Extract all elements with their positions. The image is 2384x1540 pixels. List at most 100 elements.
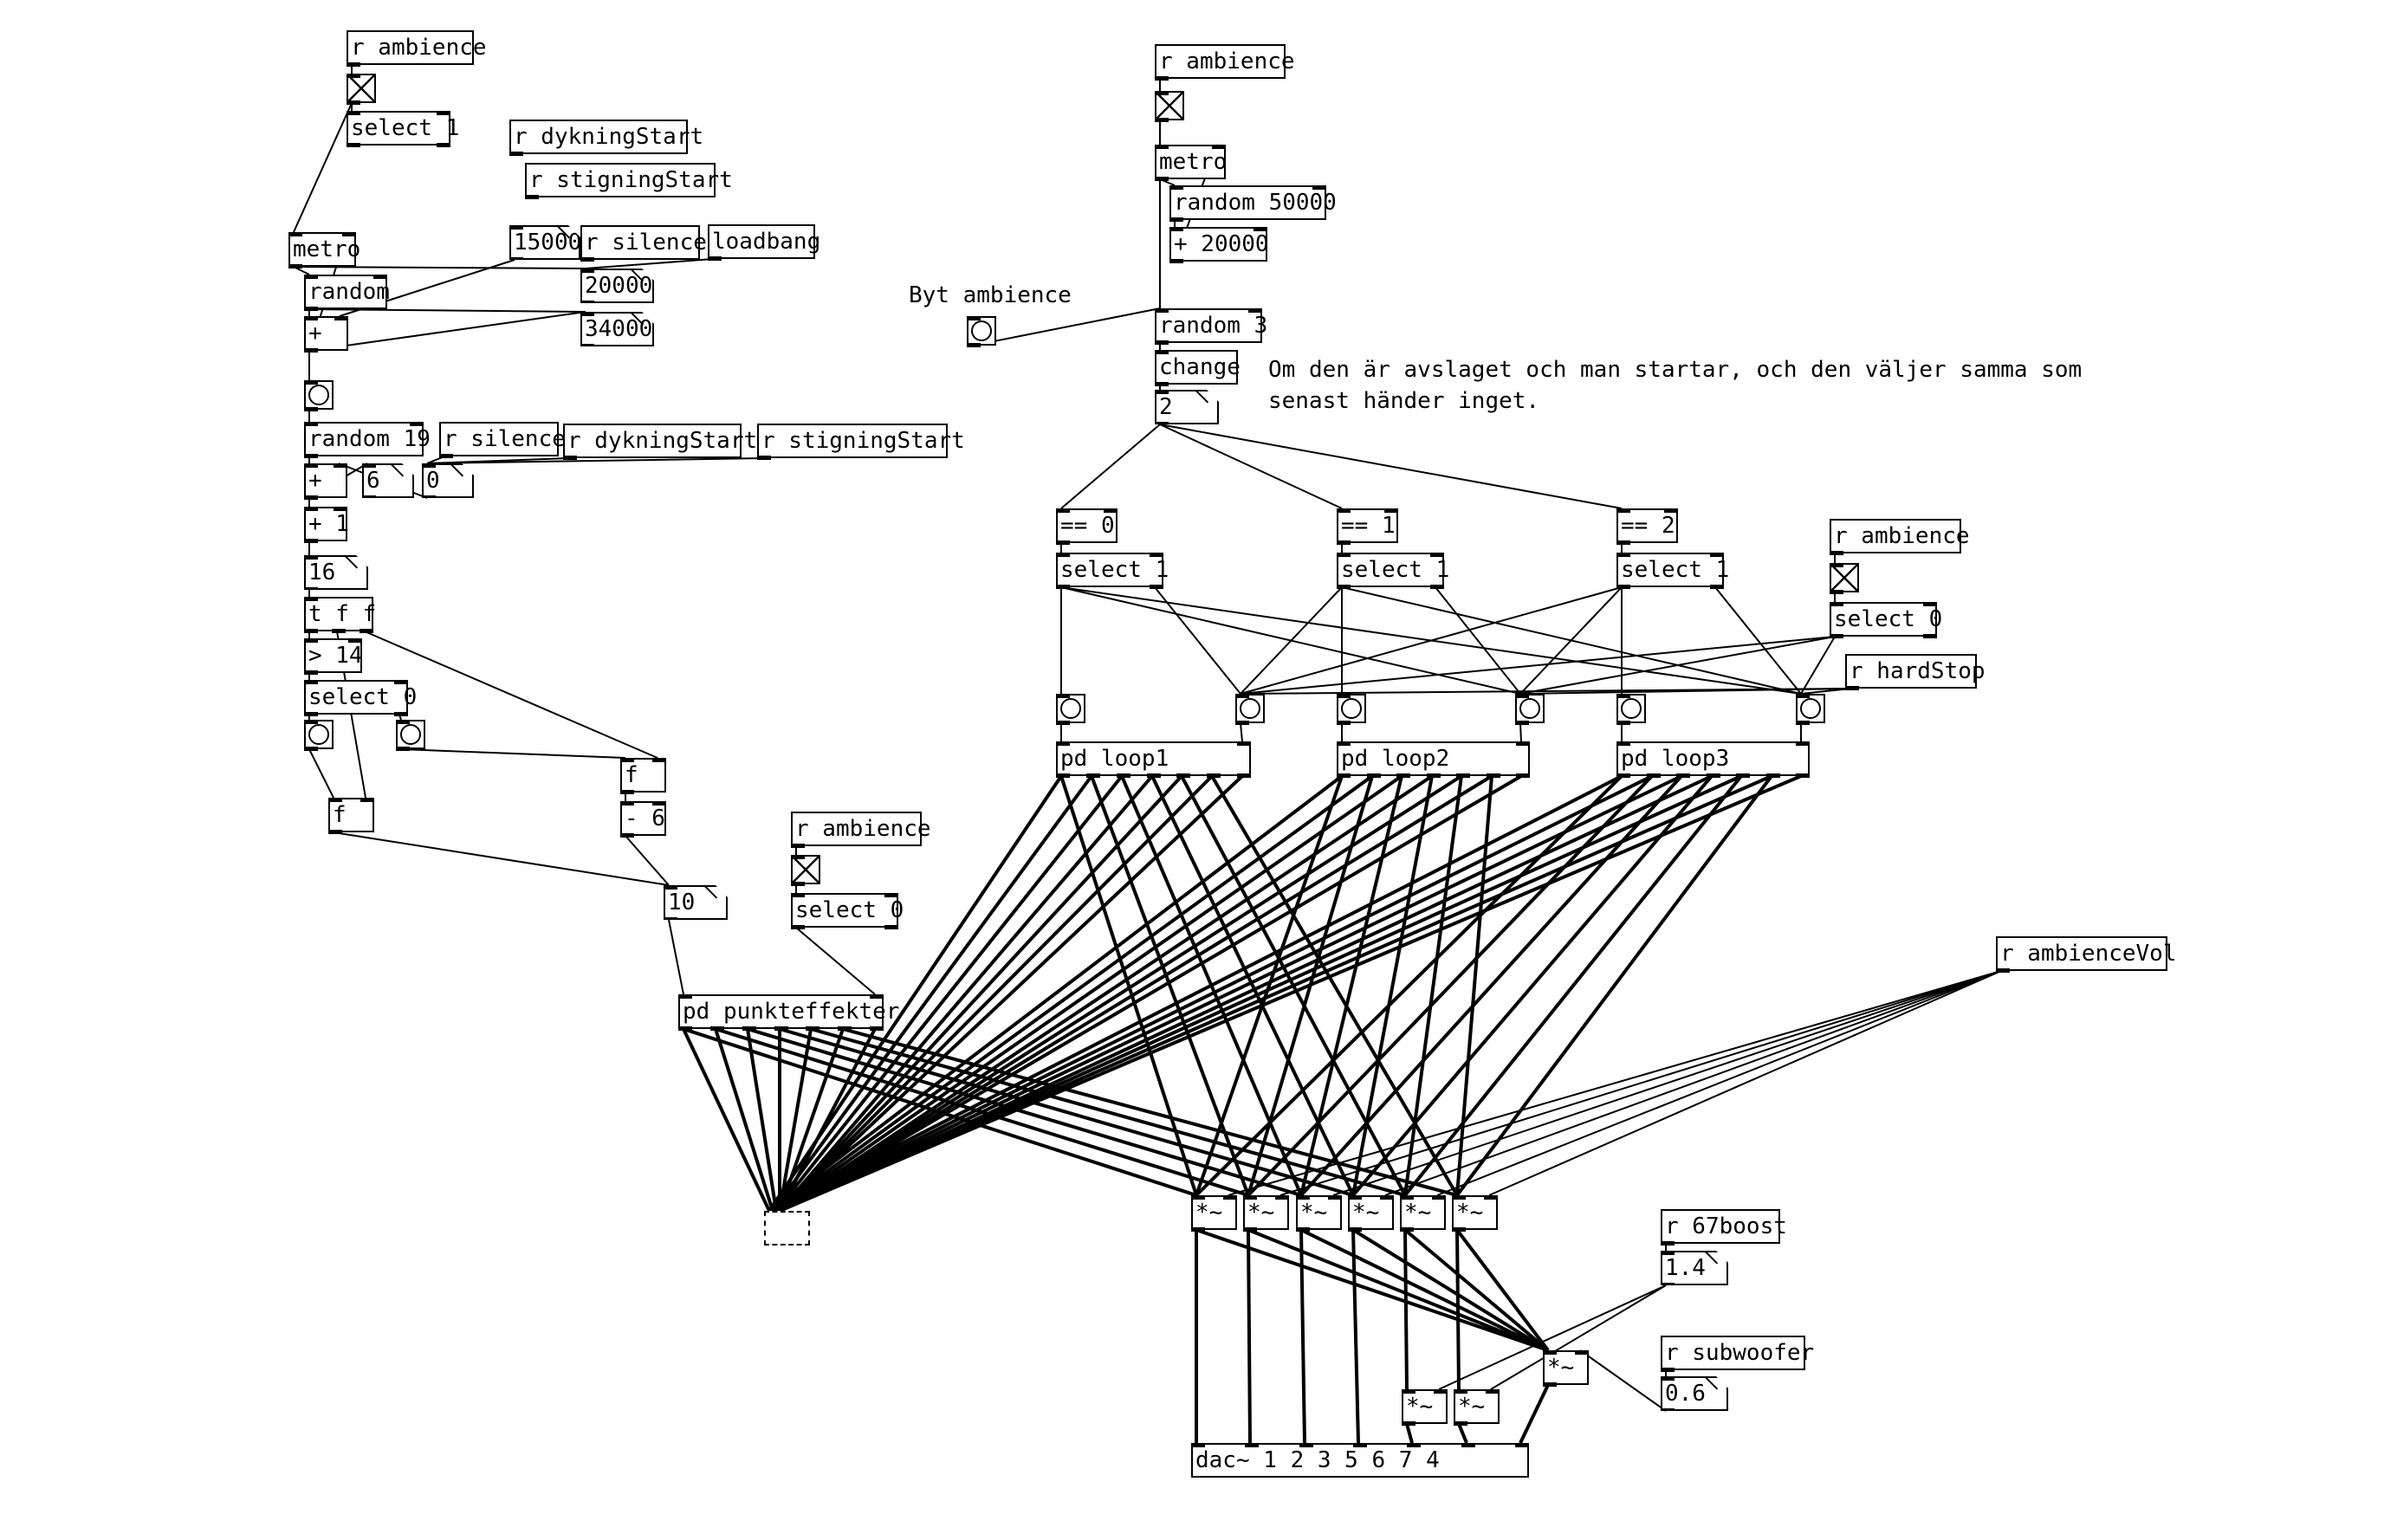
pdpunkt-outlet-4[interactable] <box>806 1026 820 1031</box>
stigstart2-object[interactable]: r stigningStart <box>757 424 965 460</box>
n06-outlet-0[interactable] <box>1661 1408 1675 1413</box>
plus20000-inlet-1[interactable] <box>1254 227 1267 231</box>
mbig-inlet-0[interactable] <box>1543 1350 1557 1355</box>
amb2-object[interactable]: r ambience <box>1155 44 1295 81</box>
m8-inlet-1[interactable] <box>1486 1389 1500 1394</box>
bl1-outlet-0[interactable] <box>1056 721 1070 725</box>
eq1-outlet-0[interactable] <box>1337 540 1351 545</box>
random1-outlet-0[interactable] <box>304 307 318 311</box>
m7-inlet-1[interactable] <box>1434 1389 1448 1394</box>
sel0b-outlet-1[interactable] <box>884 925 898 929</box>
loop1-outlet-3[interactable] <box>1147 773 1161 778</box>
n15000-number-box[interactable]: 15000 <box>509 225 580 260</box>
sel1-outlet-0[interactable] <box>347 143 360 147</box>
loop1-outlet-1[interactable] <box>1086 773 1100 778</box>
sel1d-inlet-0[interactable] <box>1616 553 1630 557</box>
eq2-inlet-0[interactable] <box>1616 508 1630 513</box>
plusone-object[interactable]: + 1 <box>304 507 349 543</box>
amb4-outlet-0[interactable] <box>1830 551 1843 555</box>
loop1-outlet-4[interactable] <box>1176 773 1190 778</box>
bng1-inlet-0[interactable] <box>304 380 318 385</box>
gt14-outlet-0[interactable] <box>304 670 318 675</box>
metro2-object[interactable]: metro <box>1155 145 1227 181</box>
n15000-outlet-0[interactable] <box>509 257 523 262</box>
m20000-inlet-0[interactable] <box>580 269 594 273</box>
plusone-outlet-0[interactable] <box>304 539 318 543</box>
fb-outlet-0[interactable] <box>620 790 634 794</box>
loop2-inlet-0[interactable] <box>1337 741 1351 746</box>
n16-inlet-0[interactable] <box>304 555 318 560</box>
loop3-outlet-2[interactable] <box>1676 773 1690 778</box>
m2-inlet-1[interactable] <box>1275 1195 1289 1200</box>
sel1b-outlet-0[interactable] <box>1056 585 1070 589</box>
dac-inlet-6[interactable] <box>1515 1443 1529 1447</box>
r67boost-object[interactable]: r 67boost <box>1661 1209 1787 1246</box>
amb3-object[interactable]: r ambience <box>791 812 931 848</box>
random19-inlet-1[interactable] <box>410 422 424 426</box>
change-object[interactable]: change <box>1155 350 1241 386</box>
m6-inlet-1[interactable] <box>1484 1195 1498 1200</box>
n10-number-box[interactable]: 10 <box>664 885 728 920</box>
sel1b-object[interactable]: select 1 <box>1056 553 1169 589</box>
plus2-inlet-0[interactable] <box>304 463 318 468</box>
random1-object[interactable]: random <box>304 275 390 311</box>
n2-number-box[interactable]: 2 <box>1155 390 1219 424</box>
dac-inlet-1[interactable] <box>1245 1443 1259 1447</box>
m8-inlet-0[interactable] <box>1454 1389 1467 1394</box>
loop3-outlet-0[interactable] <box>1616 773 1630 778</box>
dykstart2-outlet-0[interactable] <box>563 456 577 460</box>
m3-outlet-0[interactable] <box>1296 1227 1310 1232</box>
m4-outlet-0[interactable] <box>1348 1227 1362 1232</box>
n14-inlet-0[interactable] <box>1661 1251 1675 1255</box>
sel0b-inlet-0[interactable] <box>791 893 805 897</box>
loop2-outlet-2[interactable] <box>1396 773 1410 778</box>
m5-inlet-0[interactable] <box>1400 1195 1414 1200</box>
bl3-inlet-0[interactable] <box>1616 694 1630 698</box>
pdpunkt-outlet-6[interactable] <box>870 1026 884 1031</box>
n16-number-box[interactable]: 16 <box>304 555 368 590</box>
n14-outlet-0[interactable] <box>1661 1283 1675 1287</box>
loop3-object[interactable]: pd loop3 <box>1616 741 1810 778</box>
dac-object[interactable]: dac~ 1 2 3 5 6 7 4 <box>1191 1443 1529 1478</box>
fb-inlet-1[interactable] <box>652 758 666 762</box>
random50000-outlet-0[interactable] <box>1169 217 1183 222</box>
loop3-inlet-0[interactable] <box>1616 741 1630 746</box>
random3-inlet-0[interactable] <box>1155 308 1169 313</box>
plus1-object[interactable]: + <box>304 316 348 353</box>
pdpunkt-outlet-1[interactable] <box>710 1026 724 1031</box>
n06-number-box[interactable]: 0.6 <box>1661 1376 1728 1411</box>
metro1-object[interactable]: metro <box>288 232 360 269</box>
sel1d-outlet-0[interactable] <box>1616 585 1630 589</box>
tgl3-inlet-0[interactable] <box>791 855 805 859</box>
plus2-inlet-1[interactable] <box>334 463 347 468</box>
bs1-inlet-0[interactable] <box>1235 694 1249 698</box>
pdpunkt-inlet-0[interactable] <box>678 994 692 999</box>
m34000-outlet-0[interactable] <box>580 344 594 348</box>
gt14-inlet-1[interactable] <box>348 638 362 643</box>
plus1-inlet-0[interactable] <box>304 316 318 320</box>
random50000-object[interactable]: random 50000 <box>1169 185 1337 222</box>
sel1b-inlet-1[interactable] <box>1150 553 1163 557</box>
tgl2-toggle[interactable] <box>1155 91 1184 122</box>
random50000-inlet-0[interactable] <box>1169 185 1183 190</box>
m5-inlet-1[interactable] <box>1432 1195 1446 1200</box>
bs2-bang-button[interactable] <box>1515 694 1545 725</box>
loop1-outlet-5[interactable] <box>1207 773 1221 778</box>
dykstart1-object[interactable]: r dykningStart <box>509 120 703 156</box>
n2-inlet-0[interactable] <box>1155 390 1169 394</box>
m2-object[interactable]: *~ <box>1243 1195 1289 1232</box>
random1-inlet-1[interactable] <box>373 275 387 279</box>
tgl4-toggle[interactable] <box>1830 563 1859 594</box>
sel1-outlet-1[interactable] <box>437 143 450 147</box>
loop1-inlet-1[interactable] <box>1237 741 1251 746</box>
n14-number-box[interactable]: 1.4 <box>1661 1251 1728 1285</box>
pdpunkt-object[interactable]: pd punkteffekter <box>678 994 899 1031</box>
bng3-outlet-0[interactable] <box>396 747 410 751</box>
tgl1-outlet-0[interactable] <box>347 100 360 105</box>
mbig-outlet-0[interactable] <box>1543 1382 1557 1387</box>
eq0-object[interactable]: == 0 <box>1056 508 1118 545</box>
loop3-outlet-1[interactable] <box>1647 773 1661 778</box>
sel0b-object[interactable]: select 0 <box>791 893 904 929</box>
sel1c-outlet-1[interactable] <box>1430 585 1444 589</box>
loop3-outlet-5[interactable] <box>1766 773 1780 778</box>
